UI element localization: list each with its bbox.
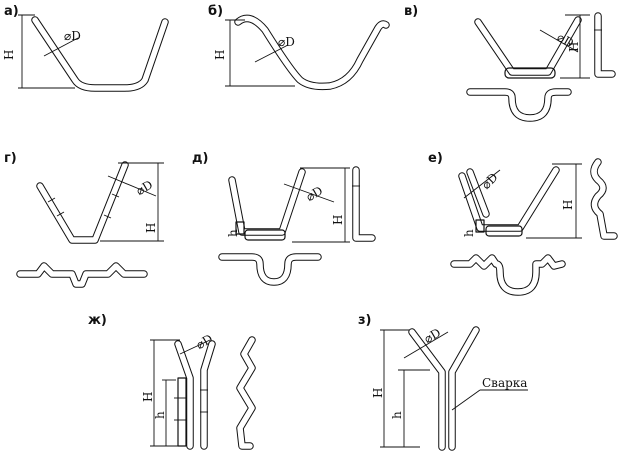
panel-a: а) H ⌀D bbox=[2, 4, 169, 92]
panel-d-label: д) bbox=[192, 151, 208, 166]
panel-v-label: в) bbox=[404, 4, 418, 19]
panel-zh-dim-h-small: h bbox=[153, 411, 167, 419]
panel-v-dim-h: H bbox=[567, 42, 581, 52]
panel-d-dim-d: ⌀D bbox=[304, 184, 326, 205]
panel-d-dim-h: H bbox=[331, 215, 345, 225]
panel-g-dim-d: ⌀D bbox=[134, 178, 156, 199]
panel-zh-label: ж) bbox=[88, 313, 107, 328]
panel-g-label: г) bbox=[4, 151, 17, 166]
panel-e-label: е) bbox=[428, 151, 443, 166]
panel-a-label: а) bbox=[4, 4, 19, 19]
panel-z-weld-label: Сварка bbox=[482, 376, 527, 390]
panel-z: з) H h ⌀D Сварка bbox=[358, 313, 528, 451]
panel-b-dim-d: ⌀D bbox=[278, 35, 295, 49]
panel-zh-dim-h: H bbox=[141, 392, 155, 402]
panel-e-dim-h: H bbox=[561, 200, 575, 210]
panel-z-dim-h: H bbox=[371, 388, 385, 398]
panel-b-label: б) bbox=[208, 4, 223, 19]
panel-z-label: з) bbox=[358, 313, 372, 328]
panel-z-dim-h-small: h bbox=[390, 411, 404, 419]
panel-e-dim-h-small: h bbox=[462, 229, 476, 237]
panel-b-dim-h: H bbox=[213, 50, 227, 60]
panel-e-dim-d: ⌀D bbox=[479, 170, 501, 192]
panel-b: б) H ⌀D bbox=[208, 4, 390, 91]
panel-g: г) H ⌀D bbox=[4, 151, 164, 288]
panel-e: е) h H ⌀D bbox=[428, 151, 618, 296]
panel-d-dim-h-small: h bbox=[226, 229, 240, 237]
panel-g-dim-h: H bbox=[144, 223, 158, 233]
panel-zh: ж) H h ⌀D bbox=[88, 313, 256, 450]
panel-v: в) H ⌀D bbox=[404, 4, 616, 122]
panel-a-dim-h: H bbox=[2, 50, 16, 60]
panel-d: д) h H ⌀D bbox=[192, 151, 376, 286]
panel-a-dim-d: ⌀D bbox=[64, 29, 81, 43]
